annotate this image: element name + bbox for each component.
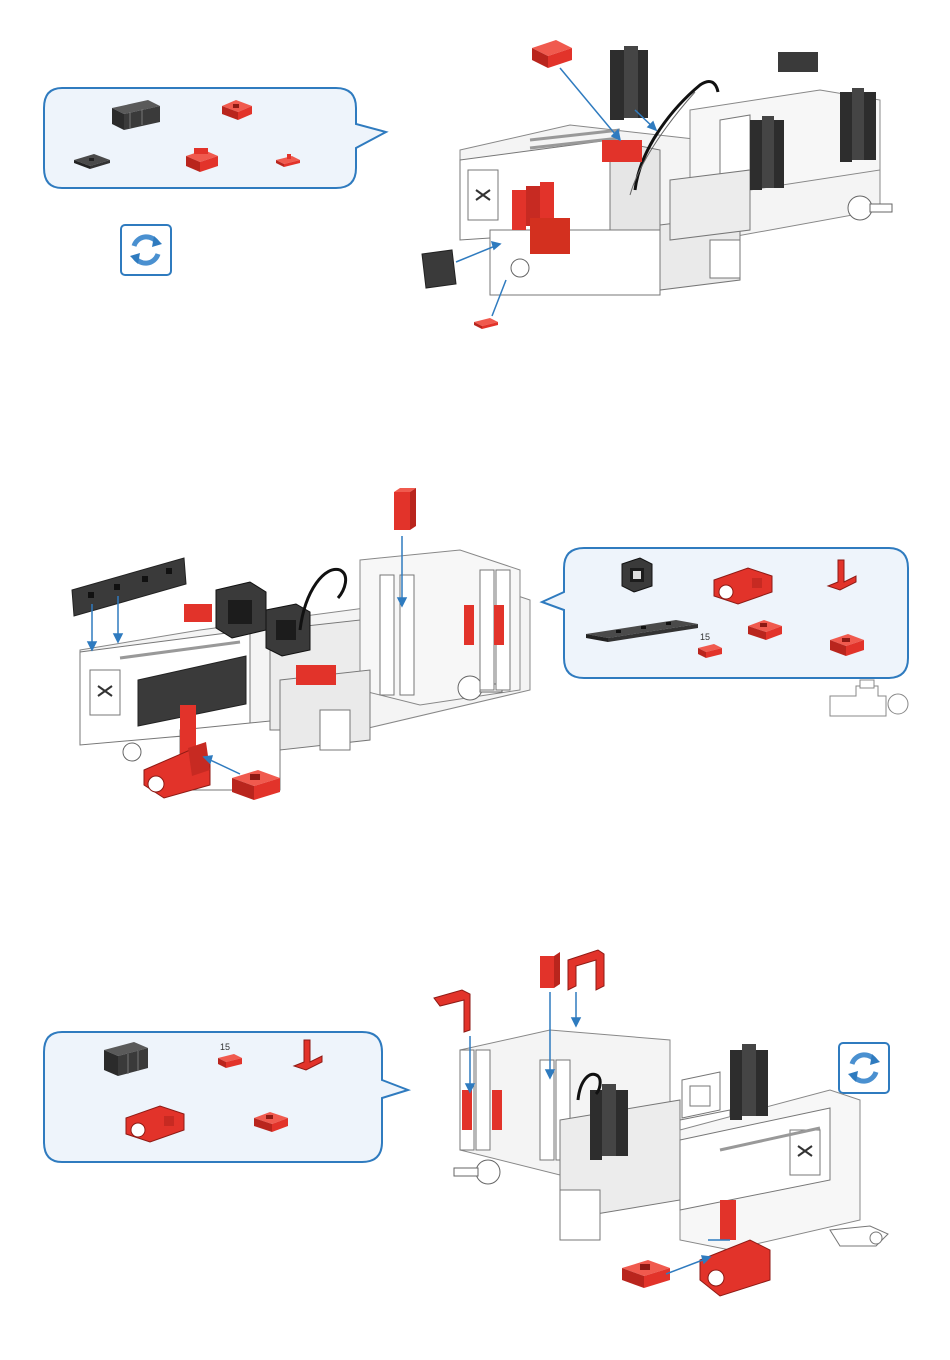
black-plate-loose	[422, 250, 456, 288]
red-small-clip-loose	[474, 318, 498, 329]
assembly-scene-1	[420, 30, 900, 340]
step-2: 15	[0, 480, 950, 840]
step-1	[0, 0, 950, 360]
red-building-block-15-loose	[532, 40, 572, 68]
red-building-block-15-loose-3	[622, 1260, 670, 1288]
white-model-base-3	[454, 1030, 888, 1250]
red-block-label-15-loose-3	[540, 952, 560, 988]
part-length-label: 15	[700, 632, 710, 642]
red-angle-bracket-loose-3	[434, 990, 470, 1032]
step-3: 15	[0, 930, 950, 1350]
part-outline-hint-icon	[828, 676, 912, 720]
red-angle-bracket-loose-3b	[568, 950, 604, 990]
assembly-scene-3	[430, 940, 900, 1360]
black-frame-block-icon	[622, 558, 652, 592]
parts-bubble-1	[40, 84, 440, 204]
rotate-model-icon	[120, 224, 172, 276]
red-building-block-5-loose	[394, 488, 416, 530]
assembly-scene-2	[60, 480, 580, 810]
parts-bubble-2: 15	[538, 544, 918, 684]
parts-bubble-3: 15	[40, 1028, 420, 1168]
part-length-label-3: 15	[220, 1042, 230, 1052]
black-long-plate-loose	[72, 558, 186, 616]
